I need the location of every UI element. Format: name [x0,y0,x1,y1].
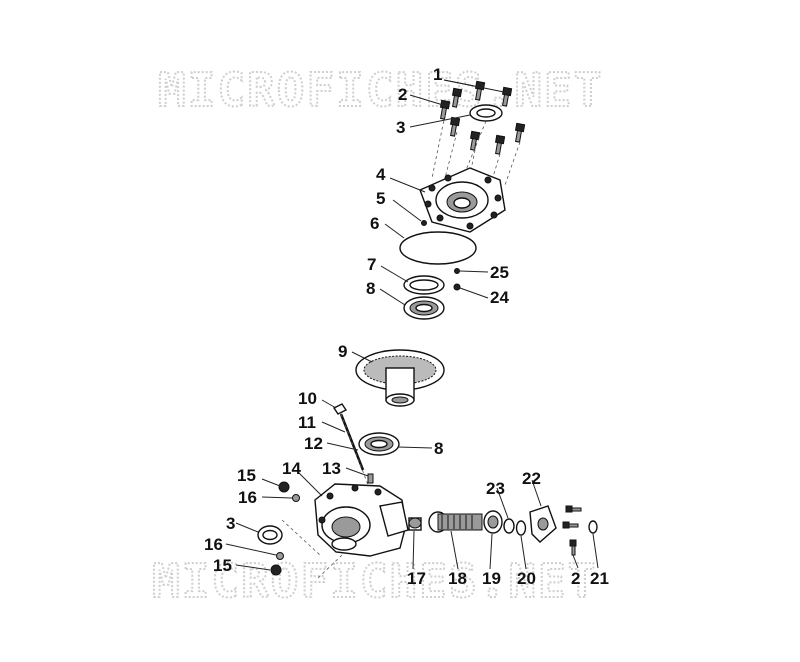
callout-14: 14 [282,459,301,478]
callout-labels: 1 2 3 4 5 6 7 8 25 24 9 10 11 12 8 13 14… [204,65,609,588]
guide-lines-top [431,114,521,186]
callout-8-middle: 8 [434,439,443,458]
callout-3-top: 3 [396,118,405,137]
shim-23 [503,518,515,534]
bolt-group-top [439,80,526,155]
bearing-middle [358,432,400,456]
end-cover-22 [529,505,557,543]
main-housing [314,483,409,557]
pinion-gear-17 [408,517,422,531]
callout-23: 23 [486,479,505,498]
watermark-bottom: MICROFICHES.NET [152,554,597,608]
callout-4: 4 [376,165,386,184]
bearing-19 [483,510,503,534]
washer-21 [588,520,598,534]
callout-2-bottom: 2 [571,569,580,588]
callout-15-top: 15 [237,466,256,485]
callout-8-top: 8 [366,279,375,298]
callout-25: 25 [490,263,509,282]
plug-5 [421,220,427,226]
callout-7: 7 [367,255,376,274]
callout-6: 6 [370,214,379,233]
callout-16-top: 16 [238,488,257,507]
callout-15-bottom: 15 [213,556,232,575]
callout-12: 12 [304,434,323,453]
guide-lower-left [281,519,321,556]
drain-plug-bottom [270,552,284,576]
callout-16-bottom: 16 [204,535,223,554]
pinion-shaft-18 [428,511,483,533]
fork-10 [332,403,348,415]
bolts-pinion-cover [562,505,582,556]
callout-13: 13 [322,459,341,478]
watermark-top: MICROFICHES.NET [158,63,603,117]
callout-10: 10 [298,389,317,408]
plug-24 [453,283,461,291]
ring-gear [355,349,445,407]
bearing-top [403,296,445,320]
plug-25 [454,268,460,274]
seal-bottom [257,525,283,545]
shim-7-inner [409,279,439,291]
callout-5: 5 [376,189,385,208]
callout-22: 22 [522,469,541,488]
callout-17: 17 [407,569,426,588]
callout-19: 19 [482,569,501,588]
callout-18: 18 [448,569,467,588]
seal-top [469,104,503,122]
o-ring [399,231,477,265]
callout-1: 1 [433,65,442,84]
callout-2-top: 2 [398,85,407,104]
callout-9: 9 [338,342,347,361]
plunger-13 [367,473,374,484]
callout-20: 20 [517,569,536,588]
housing-cover [419,167,506,233]
drain-plug-top [278,481,300,502]
callout-21: 21 [590,569,609,588]
leader-lines [225,79,599,571]
callout-11: 11 [298,413,316,432]
callout-3-bottom: 3 [226,514,235,533]
callout-24: 24 [490,288,509,307]
guide-shift-rod [340,413,371,491]
o-ring-20 [515,520,527,536]
